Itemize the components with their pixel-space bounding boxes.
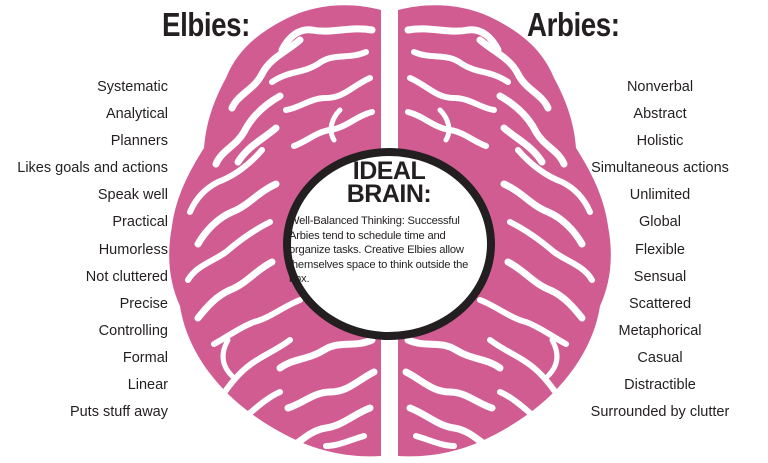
ideal-title-line1: IDEAL bbox=[352, 157, 426, 185]
elbies-trait: Puts stuff away bbox=[69, 404, 168, 421]
elbies-trait: Humorless bbox=[98, 241, 168, 258]
arbies-trait: Scattered bbox=[628, 295, 692, 312]
right-hemisphere bbox=[398, 5, 611, 457]
arbies-trait: Surrounded by clutter bbox=[590, 404, 730, 421]
elbies-trait: Planners bbox=[110, 133, 168, 150]
arbies-trait: Unlimited bbox=[629, 187, 691, 204]
elbies-trait: Formal bbox=[122, 349, 168, 366]
ideal-brain-description: Well-Balanced Thinking: Successful Arbie… bbox=[289, 215, 469, 285]
arbies-trait: Casual bbox=[637, 349, 683, 366]
left-hemisphere-shape bbox=[169, 5, 381, 457]
elbies-trait: Analytical bbox=[105, 106, 168, 123]
arbies-trait: Distractible bbox=[624, 377, 696, 394]
arbies-trait: Simultaneous actions bbox=[591, 160, 729, 177]
arbies-trait: Global bbox=[639, 214, 681, 231]
arbies-trait: Flexible bbox=[635, 241, 685, 258]
right-sulci bbox=[402, 25, 595, 449]
elbies-trait: Linear bbox=[127, 377, 168, 394]
arbies-trait: Holistic bbox=[636, 133, 684, 150]
elbies-trait: Precise bbox=[119, 295, 168, 312]
arbies-trait: Metaphorical bbox=[618, 322, 702, 339]
ideal-brain-title: IDEAL BRAIN: bbox=[283, 157, 495, 208]
elbies-trait: Practical bbox=[112, 214, 168, 231]
ideal-brain-circle bbox=[283, 148, 495, 340]
ideal-title-line2: BRAIN: bbox=[346, 180, 432, 208]
right-hemisphere-shape bbox=[398, 5, 611, 457]
elbies-trait: Systematic bbox=[97, 79, 168, 95]
arbies-trait: Sensual bbox=[633, 268, 687, 285]
arbies-trait: Abstract bbox=[633, 106, 687, 123]
left-hemisphere bbox=[169, 5, 381, 457]
elbies-trait: Speak well bbox=[97, 187, 168, 204]
elbies-trait: Controlling bbox=[98, 322, 168, 339]
left-sulci bbox=[185, 25, 378, 449]
arbies-heading: Arbies: bbox=[527, 6, 620, 43]
arbies-trait: Nonverbal bbox=[626, 79, 694, 95]
elbies-trait: Not cluttered bbox=[85, 268, 168, 285]
elbies-trait: Likes goals and actions bbox=[17, 160, 168, 177]
elbies-heading: Elbies: bbox=[162, 6, 250, 43]
